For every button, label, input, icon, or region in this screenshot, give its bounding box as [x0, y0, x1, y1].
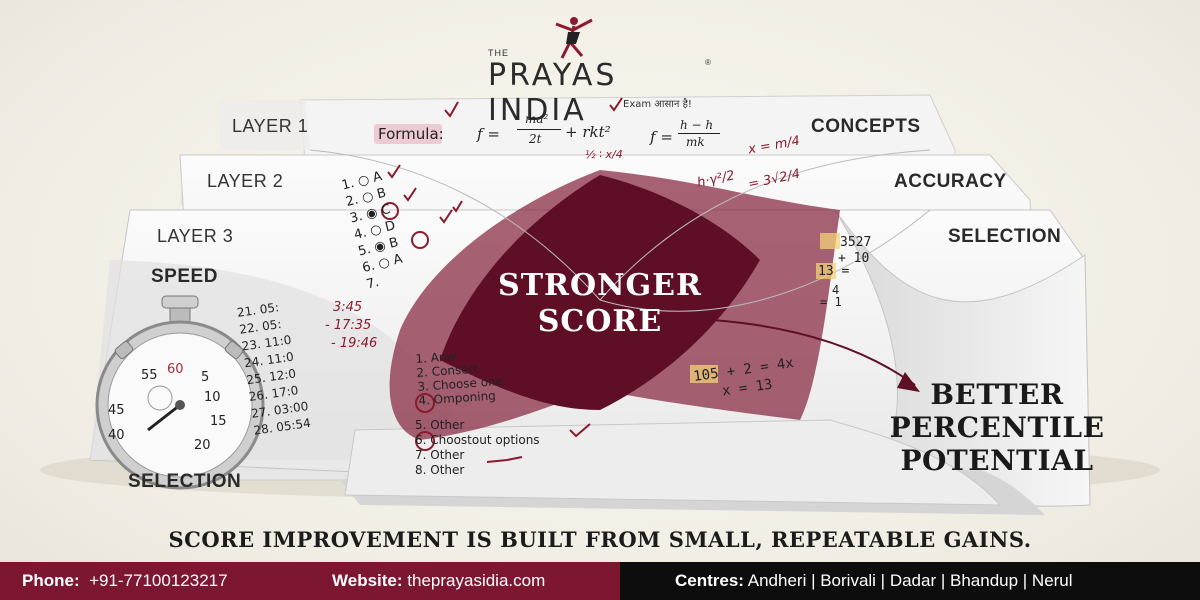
- selection-right-heading: SELECTION: [948, 226, 1062, 247]
- main-tagline: SCORE IMPROVEMENT IS BUILT FROM SMALL, R…: [168, 527, 1032, 552]
- stopwatch-num: 15: [210, 414, 227, 429]
- phone-link[interactable]: Phone: +91-77100123217: [22, 571, 228, 591]
- options-list-lower: 5. Other 6. Choostout options 7. Other 8…: [415, 418, 540, 478]
- stopwatch-num: 40: [108, 428, 125, 443]
- phone-value: +91-77100123217: [89, 571, 228, 590]
- formula-2-lhs: f =: [650, 128, 673, 146]
- formula-1-lhs: f =: [477, 125, 500, 143]
- formula-1-denominator: 2t: [529, 132, 542, 146]
- website-label: Website:: [332, 571, 403, 590]
- website-value: theprayasidia.com: [407, 571, 546, 590]
- footer-bar: Phone: +91-77100123217 Website: thepraya…: [0, 562, 1200, 600]
- selection-num-1: 3527: [840, 235, 872, 250]
- logo-name-text: PRAYAS INDIA: [488, 58, 618, 128]
- layer-2-label: LAYER 2: [207, 171, 284, 191]
- fraction-note: ½ ∶ x/4: [585, 148, 623, 161]
- stopwatch-num: 10: [204, 390, 221, 405]
- selection-num-5: = 1: [820, 295, 842, 309]
- time-note-2: - 17:35: [325, 318, 372, 333]
- layer-1-label: LAYER 1: [232, 116, 309, 136]
- selection-bottom-heading: SELECTION: [128, 471, 242, 492]
- logo-the-text: THE: [488, 48, 509, 58]
- option-item: 7. Other: [415, 448, 465, 462]
- selection-num-3: 13 =: [818, 264, 850, 279]
- logo-tagline: Exam आसान है!: [623, 99, 692, 110]
- formula-1-numerator: ma²: [525, 112, 549, 126]
- website-link[interactable]: Website: theprayasidia.com: [332, 571, 545, 591]
- stopwatch-num: 5: [201, 370, 210, 385]
- stronger-score-heading: STRONGER SCORE: [470, 268, 730, 340]
- formula-label: Formula:: [378, 125, 444, 143]
- time-note-3: - 19:46: [331, 336, 378, 351]
- result-line-1: BETTER: [930, 378, 1064, 411]
- centres-text: Centres: Andheri | Borivali | Dadar | Bh…: [675, 571, 1073, 591]
- speed-heading: SPEED: [151, 266, 218, 287]
- option-item: 8. Other: [415, 463, 465, 477]
- center-line-2: SCORE: [537, 304, 663, 339]
- formula-2-numerator: h − h: [680, 118, 714, 132]
- stopwatch-num: 60: [167, 362, 184, 377]
- layer-3-label: LAYER 3: [157, 226, 234, 246]
- brand-logo[interactable]: THE PRAYAS INDIA ® Exam आसान है!: [480, 14, 720, 128]
- concepts-heading: CONCEPTS: [811, 116, 921, 137]
- options-list: 1. Anw 2. Consert 3. Choose one 4. Ompon…: [415, 346, 504, 408]
- phone-label: Phone:: [22, 571, 80, 590]
- stopwatch-num: 55: [141, 368, 158, 383]
- footer-centres: Centres: Andheri | Borivali | Dadar | Bh…: [620, 562, 1200, 600]
- option-item: 5. Other: [415, 418, 465, 432]
- selection-num-2: + 10: [838, 251, 870, 266]
- stopwatch-icon: [95, 295, 265, 490]
- accuracy-heading: ACCURACY: [894, 171, 1007, 192]
- selection-num-4: 4: [832, 283, 840, 297]
- option-item: 6. Choostout options: [415, 433, 540, 447]
- stopwatch-num: 20: [194, 438, 211, 453]
- result-line-3: POTENTIAL: [900, 444, 1094, 477]
- result-line-2: PERCENTILE: [889, 411, 1105, 444]
- footer-contact: Phone: +91-77100123217 Website: thepraya…: [0, 562, 620, 600]
- center-line-1: STRONGER: [498, 268, 702, 303]
- formula-1-tail: + rkt²: [565, 123, 611, 141]
- time-note-1: 3:45: [333, 300, 363, 315]
- dancer-logo-icon: [555, 17, 593, 59]
- centres-value: Andheri | Borivali | Dadar | Bhandup | N…: [747, 571, 1073, 590]
- centres-label: Centres:: [675, 571, 744, 590]
- registered-mark: ®: [705, 58, 711, 67]
- formula-2-denominator: mk: [686, 135, 705, 149]
- better-percentile-heading: BETTER PERCENTILE POTENTIAL: [872, 378, 1122, 477]
- stopwatch-num: 45: [108, 403, 125, 418]
